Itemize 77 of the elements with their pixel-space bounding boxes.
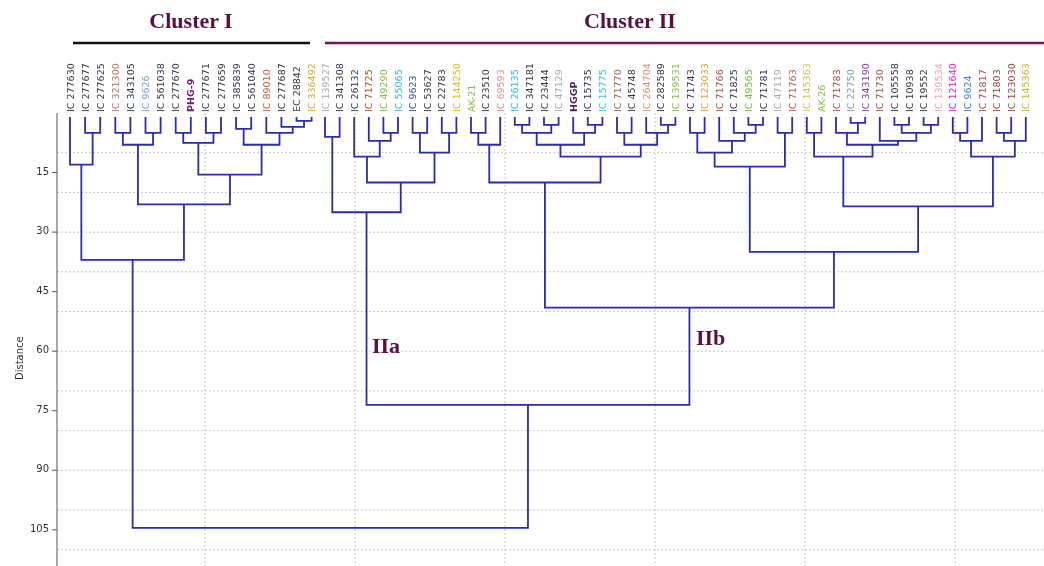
leaf-label: IC 123033 bbox=[699, 63, 711, 112]
leaf-label: IC 47129 bbox=[553, 69, 565, 112]
leaf-label: IC 15775 bbox=[596, 69, 608, 112]
subcluster-label: IIa bbox=[372, 333, 401, 359]
leaf-label: IC 139527 bbox=[319, 63, 331, 112]
tick-label: 45 bbox=[35, 284, 49, 296]
leaf-label: IC 336492 bbox=[306, 63, 318, 112]
leaf-label: IC 9623 bbox=[407, 75, 419, 112]
leaf-label: IC 47119 bbox=[772, 69, 784, 112]
leaf-label: IC 343105 bbox=[124, 63, 136, 112]
tick-label: 90 bbox=[35, 463, 49, 475]
leaf-label: IC 277687 bbox=[275, 63, 287, 112]
cluster-label: Cluster II bbox=[584, 8, 676, 34]
leaf-label: IC 22750 bbox=[845, 69, 857, 112]
leaf-label: IC 282589 bbox=[655, 63, 667, 112]
leaf-label: IC 264704 bbox=[640, 63, 652, 112]
leaf-label: IC 277671 bbox=[200, 63, 212, 112]
leaf-label: IC 343190 bbox=[859, 63, 871, 112]
tick-label: 75 bbox=[35, 403, 49, 415]
leaf-label: IC 277630 bbox=[64, 63, 76, 112]
leaf-label: IC 53627 bbox=[421, 69, 433, 112]
leaf-label: IC 277677 bbox=[79, 63, 91, 112]
tick-label: 105 bbox=[28, 522, 49, 534]
leaf-label: IC 49290 bbox=[377, 69, 389, 112]
leaf-label: IC 71730 bbox=[874, 69, 886, 112]
leaf-label: AK-21 bbox=[465, 84, 477, 112]
leaf-label: AK-26 bbox=[815, 84, 827, 112]
leaf-label: IC 71770 bbox=[611, 69, 623, 112]
leaf-label: IC 105558 bbox=[888, 63, 900, 112]
leaf-label: IC 145363 bbox=[1020, 63, 1032, 112]
tick-label: 30 bbox=[35, 225, 49, 237]
axis-title: Distance bbox=[14, 336, 25, 380]
leaf-label: IC 71817 bbox=[976, 69, 988, 112]
leaf-label: IC 145363 bbox=[801, 63, 813, 112]
leaf-label: PHG-9 bbox=[185, 78, 197, 112]
cluster-label: Cluster I bbox=[149, 8, 233, 34]
leaf-label: IC 347181 bbox=[523, 63, 535, 112]
leaf-label: IC 22783 bbox=[436, 69, 448, 112]
leaf-label: IC 277625 bbox=[94, 63, 106, 112]
leaf-label: IC 123030 bbox=[1005, 63, 1017, 112]
leaf-label: IC 71766 bbox=[713, 69, 725, 112]
leaf-label: IC 9626 bbox=[140, 75, 151, 112]
leaf-label: IC 121640 bbox=[947, 63, 959, 112]
leaf-label: IC 69593 bbox=[494, 69, 506, 112]
leaf-label: IC 277659 bbox=[215, 63, 227, 112]
leaf-label: IC 341308 bbox=[334, 63, 346, 112]
leaf-label: IC 55065 bbox=[392, 69, 404, 112]
leaf-label: IC 144250 bbox=[450, 63, 462, 112]
leaf-label: IC 26132 bbox=[348, 69, 360, 112]
leaf-label: IC 49565 bbox=[742, 69, 754, 112]
leaf-label: IC 45748 bbox=[626, 69, 638, 112]
leaf-label: IC 23444 bbox=[538, 69, 550, 112]
leaf-label: IC 10938 bbox=[903, 69, 915, 112]
leaf-label: IC 71743 bbox=[684, 69, 696, 112]
leaf-label: IC 139531 bbox=[669, 63, 681, 112]
leaf-label: IC 15735 bbox=[582, 69, 594, 112]
leaf-label: IC 71803 bbox=[991, 69, 1003, 112]
tick-label: 15 bbox=[35, 165, 49, 177]
subcluster-label: IIb bbox=[696, 325, 726, 351]
leaf-label: IC 71783 bbox=[830, 69, 842, 112]
leaf-label: IC 89010 bbox=[260, 69, 272, 112]
leaf-label: IC 321300 bbox=[109, 63, 121, 112]
leaf-label: IC 71763 bbox=[786, 69, 798, 112]
leaf-label: IC 9624 bbox=[961, 75, 973, 112]
leaf-label: IC 561038 bbox=[155, 63, 167, 112]
leaf-label: HGGP bbox=[567, 81, 579, 112]
leaf-label: IC 139534 bbox=[932, 63, 944, 112]
leaf-label: IC 23510 bbox=[480, 69, 492, 112]
leaf-label: IC 71725 bbox=[363, 69, 375, 112]
leaf-label: EC 28842 bbox=[291, 66, 302, 112]
leaf-label: IC 26135 bbox=[509, 69, 521, 112]
leaf-label: IC 71781 bbox=[757, 69, 769, 112]
leaf-label: IC 19552 bbox=[918, 69, 930, 112]
leaf-label: IC 561040 bbox=[245, 63, 257, 112]
leaf-label: IC 277670 bbox=[170, 63, 182, 112]
leaf-label: IC 71825 bbox=[728, 69, 740, 112]
leaf-label: IC 385839 bbox=[230, 63, 242, 112]
